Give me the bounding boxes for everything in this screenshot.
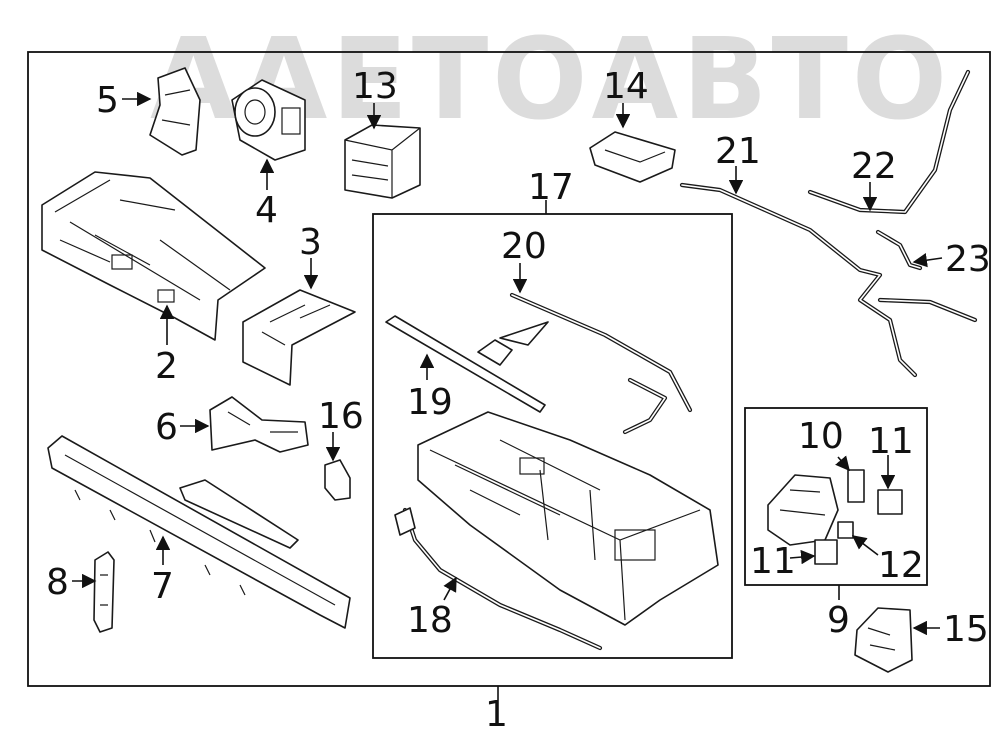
part-control-unit-14 xyxy=(589,131,676,183)
callout-20: 20 xyxy=(501,226,547,267)
callout-14: 14 xyxy=(603,66,649,107)
part-blower-fan xyxy=(231,79,306,161)
callout-8: 8 xyxy=(46,562,69,603)
callout-22: 22 xyxy=(851,146,897,187)
callout-1: 1 xyxy=(485,694,508,735)
callout-5: 5 xyxy=(96,80,119,121)
part-block-15 xyxy=(854,607,913,673)
callout-15: 15 xyxy=(943,609,989,650)
callout-2: 2 xyxy=(155,346,178,387)
callout-18: 18 xyxy=(407,600,453,641)
callout-3: 3 xyxy=(299,222,322,263)
part-junction-block xyxy=(767,474,839,546)
part-battery-module xyxy=(417,411,719,626)
callouts: 1 2 3 4 5 6 7 8 9 10 11 11 12 13 14 15 1… xyxy=(46,66,991,735)
callout-12: 12 xyxy=(878,545,924,586)
part-relay-11b xyxy=(814,539,838,565)
part-harness-21 xyxy=(679,182,978,378)
part-harness-23 xyxy=(875,229,923,271)
part-harness-20 xyxy=(509,292,693,435)
callout-17: 17 xyxy=(528,167,574,208)
callout-10: 10 xyxy=(798,416,844,457)
sub-assembly-frame-17 xyxy=(372,213,733,659)
callout-23: 23 xyxy=(945,239,991,280)
part-lower-frame xyxy=(47,435,351,629)
callout-11a: 11 xyxy=(868,421,914,462)
main-assembly-frame xyxy=(27,51,991,687)
leader-lines xyxy=(72,91,943,700)
callout-7: 7 xyxy=(151,566,174,607)
callout-11b: 11 xyxy=(750,541,796,582)
part-connector-16 xyxy=(324,459,351,501)
part-duct-5 xyxy=(149,67,201,156)
part-bracket-3 xyxy=(242,289,356,386)
part-relay-12 xyxy=(837,521,854,539)
callout-6: 6 xyxy=(155,407,178,448)
part-upper-cover xyxy=(41,171,266,341)
part-busbar-19 xyxy=(385,315,549,413)
callout-4: 4 xyxy=(255,190,278,231)
part-harness-18 xyxy=(394,507,603,651)
part-bracket-8 xyxy=(93,551,115,633)
callout-19: 19 xyxy=(407,382,453,423)
callout-16: 16 xyxy=(318,396,364,437)
part-harness-22 xyxy=(807,69,971,215)
part-fuse-10 xyxy=(847,469,865,503)
callout-13: 13 xyxy=(352,66,398,107)
callout-9: 9 xyxy=(827,600,850,641)
part-module-13 xyxy=(344,124,421,199)
callout-21: 21 xyxy=(715,131,761,172)
part-relay-11a xyxy=(877,489,903,515)
part-duct-6 xyxy=(209,396,309,453)
sub-assembly-frame-9 xyxy=(744,407,928,586)
